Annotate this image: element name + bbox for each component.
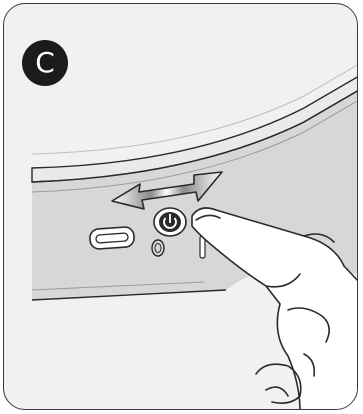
- double-arrow-icon: [111, 171, 223, 210]
- usb-port-icon: [89, 226, 135, 250]
- step-badge: C: [22, 40, 68, 86]
- illustration-panel: C: [3, 3, 358, 410]
- power-icon: [163, 214, 177, 229]
- device-illustration: [31, 64, 357, 409]
- power-switch: [153, 207, 187, 237]
- pointing-finger-icon: [191, 207, 357, 409]
- step-label: C: [35, 46, 55, 79]
- microphone-hole-icon: [151, 239, 165, 257]
